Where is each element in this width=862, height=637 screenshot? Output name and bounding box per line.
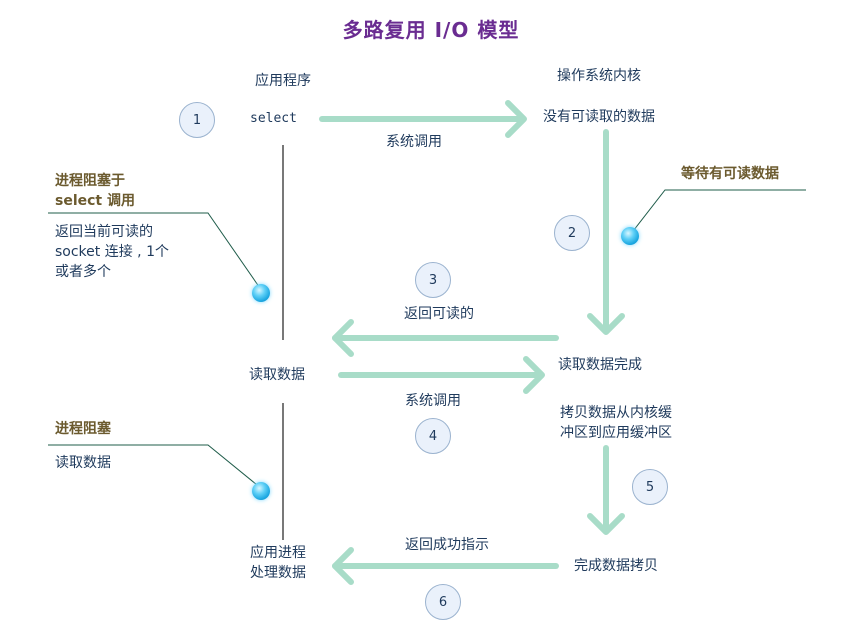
step-1-badge: 1 <box>179 102 215 138</box>
step-4-badge: 4 <box>415 418 451 454</box>
arrow-return-success <box>332 547 559 585</box>
step-2-badge: 2 <box>554 215 590 251</box>
arrow-wait-down <box>587 129 625 335</box>
note-blocked-read-body: 读取数据 <box>55 455 111 471</box>
kernel-header: 操作系统内核 <box>557 68 641 84</box>
note-wait-data-title: 等待有可读数据 <box>681 166 779 182</box>
callout-line-blocked-select <box>48 212 263 292</box>
kernel-copy-complete-label: 完成数据拷贝 <box>574 558 658 574</box>
app-header: 应用程序 <box>255 73 311 89</box>
diagram-title: 多路复用 I/O 模型 <box>342 18 520 42</box>
syscall-label-1: 系统调用 <box>386 134 442 150</box>
blocked-read-marker-dot <box>252 482 270 500</box>
note-blocked-select-body: 返回当前可读的 socket 连接 , 1个 或者多个 <box>55 224 169 280</box>
syscall-label-2: 系统调用 <box>405 393 461 409</box>
step-3-badge: 3 <box>415 262 451 298</box>
kernel-read-complete-label: 读取数据完成 <box>558 357 642 373</box>
wait-data-marker-dot <box>621 227 639 245</box>
kernel-copy-data-label: 拷贝数据从内核缓 冲区到应用缓冲区 <box>560 405 672 441</box>
app-process-data-label: 应用进程 处理数据 <box>250 545 306 581</box>
kernel-no-data-label: 没有可读取的数据 <box>543 109 655 125</box>
arrow-syscall-1 <box>319 100 527 138</box>
arrow-syscall-2 <box>338 356 545 394</box>
return-success-label: 返回成功指示 <box>405 537 489 553</box>
arrow-return-readable <box>332 319 559 357</box>
arrow-copy-down <box>587 445 625 535</box>
step-5-badge: 5 <box>632 469 668 505</box>
app-read-data-label: 读取数据 <box>249 367 305 383</box>
return-readable-label: 返回可读的 <box>404 306 474 322</box>
note-blocked-select-title: 进程阻塞于 select 调用 <box>55 173 135 209</box>
callout-line-wait-data <box>629 189 806 236</box>
note-blocked-read-title: 进程阻塞 <box>55 421 111 437</box>
step-6-badge: 6 <box>425 584 461 620</box>
callout-line-blocked-read <box>48 444 263 490</box>
blocked-select-marker-dot <box>252 284 270 302</box>
select-call-label: select <box>250 111 297 126</box>
